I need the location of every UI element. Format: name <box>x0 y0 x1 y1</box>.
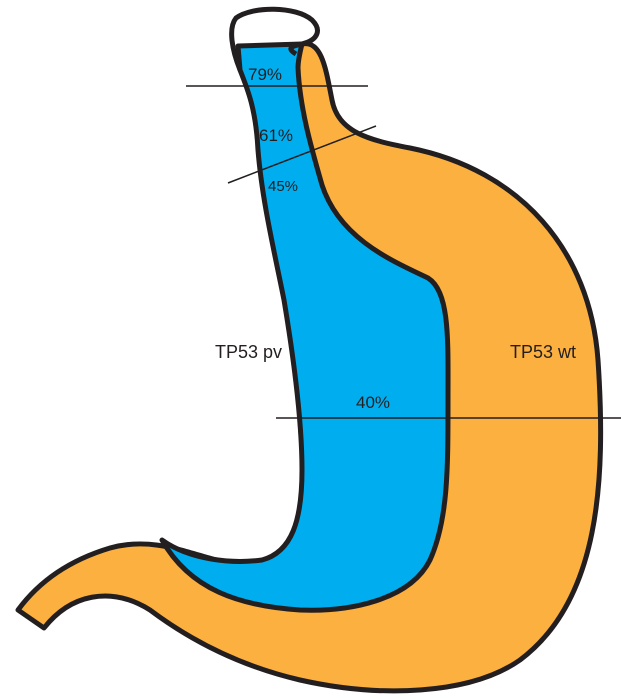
tp53-pv-region <box>162 44 448 610</box>
tp53-wt-label: TP53 wt <box>510 342 576 362</box>
percent-label-40: 40% <box>356 393 390 412</box>
percent-label-45: 45% <box>268 178 298 195</box>
percent-label-79: 79% <box>248 65 282 84</box>
tp53-pv-label: TP53 pv <box>215 342 282 362</box>
percent-label-61: 61% <box>259 126 293 145</box>
